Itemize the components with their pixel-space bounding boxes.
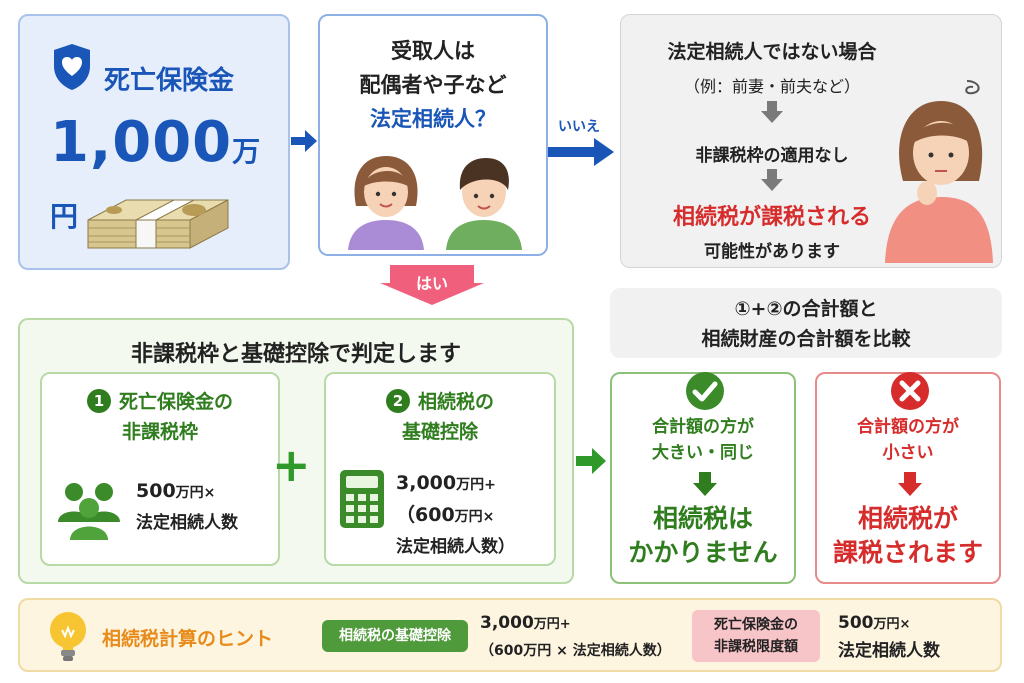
non-heir-card: 法定相続人ではない場合 （例：前妻・前夫など） 非課税枠の適用なし 相続税が課税… [620, 14, 1002, 268]
man-icon [446, 158, 522, 250]
compare-line-1: ①+②の合計額と [734, 298, 878, 320]
basic-deduction-formula: 3,000万円+ （600万円× 法定相続人数） [396, 472, 515, 557]
arrow-right-icon [548, 138, 614, 166]
plus-sign: + [272, 438, 311, 492]
non-heir-step: 非課税枠の適用なし [695, 146, 849, 166]
thinking-woman-icon [885, 80, 993, 263]
insurance-title: 死亡保険金 [104, 66, 235, 96]
arrow-down-icon [898, 472, 922, 496]
heir-question-card: 受取人は 配偶者や子など 法定相続人？ [318, 14, 548, 256]
question-line-2: 配偶者や子など [359, 73, 507, 97]
non-heir-result: 相続税が課税される [672, 205, 871, 230]
money-stack-icon [87, 199, 229, 249]
taxed-result: 相続税が 課税されます [832, 504, 983, 567]
insurance-amount: 1,000万円 [50, 110, 262, 233]
question-line-1: 受取人は [391, 39, 475, 63]
yes-label: はい [415, 274, 448, 293]
no-label: いいえ [558, 119, 600, 135]
question-line-3: 法定相続人？ [370, 107, 496, 131]
determination-heading: 非課税枠と基礎控除で判定します [130, 342, 461, 367]
compare-line-2: 相続財産の合計額を比較 [701, 328, 911, 350]
hint-insurance-limit-value: 500万円× 法定相続人数 [838, 613, 940, 661]
arrow-down-icon [761, 101, 783, 123]
check-icon [686, 372, 724, 410]
yes-arrow [380, 265, 484, 305]
cross-icon [891, 372, 929, 410]
woman-icon [348, 156, 424, 250]
insurance-exemption-title-2: 非課税枠 [121, 421, 198, 443]
people-icon [58, 483, 120, 540]
hint-bar: 相続税計算のヒント 相続税の基礎控除 3,000万円+ （600万円 × 法定相… [18, 598, 1002, 672]
lightbulb-icon [50, 612, 86, 661]
hint-title: 相続税計算のヒント [102, 628, 274, 650]
number-badge: 1 [86, 389, 111, 413]
shield-heart-icon [54, 44, 90, 90]
arrow-down-icon [761, 169, 783, 191]
hint-basic-deduction-value: 3,000万円+ （600万円 × 法定相続人数） [480, 613, 671, 659]
non-heir-example: （例：前妻・前夫など） [683, 77, 860, 96]
non-heir-result-sub: 可能性があります [704, 242, 840, 262]
taxed-condition: 合計額の方が 小さい [857, 417, 959, 463]
number-badge: 2 [385, 389, 410, 413]
calculator-icon [340, 470, 384, 528]
arrow-down-icon [693, 472, 717, 496]
arrow-right-icon [576, 448, 606, 474]
compare-heading: ①+②の合計額と 相続財産の合計額を比較 [610, 288, 1002, 358]
taxed-result-card: 合計額の方が 小さい 相続税が 課税されます [815, 372, 1001, 584]
hint-tag-basic-deduction: 相続税の基礎控除 [322, 620, 468, 652]
insurance-amount-card: 死亡保険金 1,000万円 [18, 14, 290, 270]
no-tax-result: 相続税は かかりません [628, 504, 778, 567]
insurance-exemption-formula: 500万円× 法定相続人数 [136, 480, 238, 533]
hint-tag-insurance-limit: 死亡保険金の 非課税限度額 [692, 610, 820, 662]
arrow-right-icon [291, 130, 317, 152]
basic-deduction-title-2: 基礎控除 [401, 421, 478, 443]
no-tax-condition: 合計額の方が 大きい・同じ [652, 417, 754, 463]
non-heir-heading: 法定相続人ではない場合 [667, 41, 877, 63]
no-tax-result-card: 合計額の方が 大きい・同じ 相続税は かかりません [610, 372, 796, 584]
